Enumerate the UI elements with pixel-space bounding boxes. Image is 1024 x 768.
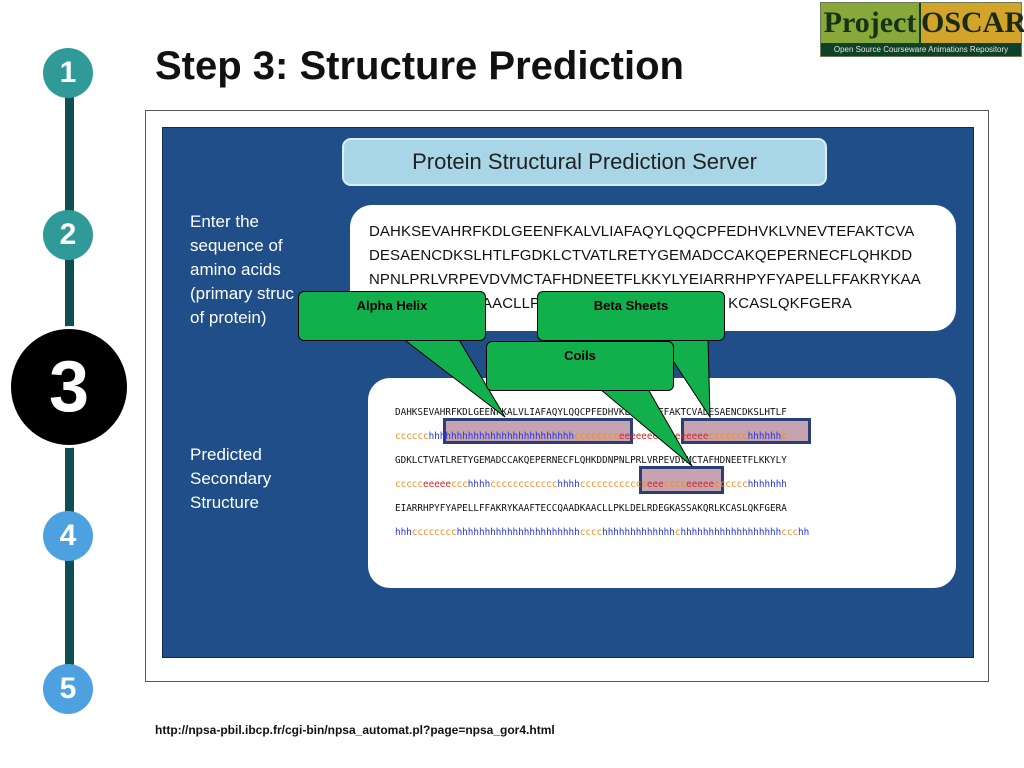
prediction-segment: DAHKSEVAHRFKDLGEENFKALVLIAFAQYLQQCPFEDHV… [395, 407, 787, 418]
alpha-helix-highlight [443, 418, 633, 444]
predicted-label: Predicted Secondary Structure [190, 443, 271, 515]
prediction-segment: hhhh [467, 479, 491, 490]
prediction-segment: cccccccccccc [490, 479, 558, 490]
project-oscar-logo[interactable]: Project OSCAR Open Source Courseware Ani… [820, 2, 1024, 57]
sequence-label-line: amino acids [190, 260, 281, 279]
sequence-line: DAHKSEVAHRFKDLGEENFKALVLIAFAQYLQQCPFEDHV… [369, 223, 915, 240]
prediction-segment: c [781, 431, 787, 442]
prediction-segment: ccccccc [708, 431, 748, 442]
prediction-segment: cccccccc [411, 527, 457, 538]
prediction-segment: hhhhhhhhhhhhh [602, 527, 675, 538]
prediction-segment: cccccccc [574, 431, 619, 442]
alpha-helix-callout: Alpha Helix [298, 291, 486, 341]
prediction-segment: ccc [781, 527, 799, 538]
sequence-line: AACLLP KCASLQKFGERA [369, 292, 954, 316]
prediction-segment: eeeee [423, 479, 451, 490]
prediction-segment: cccc [579, 527, 603, 538]
sequence-label-line: Enter the [190, 212, 259, 231]
sequence-label-line: of protein) [190, 308, 267, 327]
prediction-segment: hhhhhhh [747, 479, 787, 490]
predicted-label-line: Structure [190, 493, 259, 512]
prediction-segment: hhhh [557, 479, 580, 490]
prediction-sequence-line: GDKLCTVATLRETYGEMADCCAKQEPERNECFLQHKDDNP… [395, 449, 809, 473]
prediction-structure-line: hhhcccccccchhhhhhhhhhhhhhhhhhhhhhcccchhh… [395, 521, 809, 545]
prediction-segment: hhhhhh [747, 431, 782, 442]
beta-sheet-highlight [681, 418, 811, 444]
prediction-sequence-line: EIARRHPYFYAPELLFFAKRYKAAFTECCQAADKAACLLP… [395, 497, 809, 521]
predicted-label-line: Secondary [190, 469, 272, 488]
sequence-label-line: (primary struc [190, 284, 294, 303]
logo-tagline: Open Source Courseware Animations Reposi… [833, 45, 1009, 54]
source-url-link[interactable]: http://npsa-pbil.ibcp.fr/cgi-bin/npsa_au… [155, 723, 555, 737]
sequence-fragment: KCASLQKFGERA [728, 295, 852, 312]
prediction-segment: ccc [451, 479, 468, 490]
coils-callout: Coils [486, 341, 674, 391]
sequence-label: Enter the sequence of amino acids (prima… [190, 210, 294, 330]
predicted-label-line: Predicted [190, 445, 262, 464]
sequence-fragment: AACLLP [482, 295, 540, 312]
logo-word-project: Project [821, 3, 919, 43]
prediction-segment: hhhhhhhhhhhhhhhhhh [680, 527, 782, 538]
prediction-segment: eee [646, 479, 664, 490]
coils-pointer [598, 388, 693, 467]
prediction-segment: cccc [663, 479, 687, 490]
prediction-segment: hhh [395, 527, 412, 538]
prediction-segment: hhhhhhhhhhhhhhhhhhhhhhhhhh [428, 431, 575, 442]
prediction-segment: ccccc [395, 479, 423, 490]
sequence-label-line: sequence of [190, 236, 283, 255]
step-2-badge[interactable]: 2 [43, 210, 93, 260]
sequence-line: NPNLPRLVRPEVDVMCTAFHDNEETFLKKYLYEIARRHPY… [369, 271, 921, 288]
coil-highlight [639, 466, 724, 494]
step-1-badge[interactable]: 1 [43, 48, 93, 98]
prediction-segment: EIARRHPYFYAPELLFFAKRYKAAFTECCQAADKAACLLP… [395, 503, 787, 514]
sequence-line: DESAENCDKSLHTLFGDKLCTVATLRETYGEMADCCAKQE… [369, 247, 913, 264]
prediction-segment: cccccccccccc [579, 479, 647, 490]
prediction-segment: c [674, 527, 681, 538]
prediction-segment: hhhhhhhhhhhhhhhhhhhhhh [456, 527, 580, 538]
step-3-badge-current[interactable]: 3 [8, 326, 130, 448]
prediction-segment: cccccc [714, 479, 748, 490]
beta-sheets-callout: Beta Sheets [537, 291, 725, 341]
logo-word-oscar: OSCAR [921, 3, 1024, 43]
prediction-structure-line: ccccceeeeeccchhhhcccccccccccchhhhccccccc… [395, 473, 809, 497]
slide-title: Step 3: Structure Prediction [155, 44, 684, 88]
prediction-segment: eeeee [686, 479, 715, 490]
step-4-badge[interactable]: 4 [43, 511, 93, 561]
sequence-text[interactable]: DAHKSEVAHRFKDLGEENFKALVLIAFAQYLQQCPFEDHV… [369, 220, 954, 316]
prediction-segment: hh [798, 527, 810, 538]
step-5-badge[interactable]: 5 [43, 664, 93, 714]
prediction-sequence-line: DAHKSEVAHRFKDLGEENFKALVLIAFAQYLQQCPFEDHV… [395, 401, 809, 425]
prediction-segment: GDKLCTVATLRETYGEMADCCAKQEPERNECFLQHKDDNP… [395, 455, 787, 466]
server-title-bar: Protein Structural Prediction Server [342, 138, 827, 186]
prediction-segment: cccccc [395, 431, 429, 442]
